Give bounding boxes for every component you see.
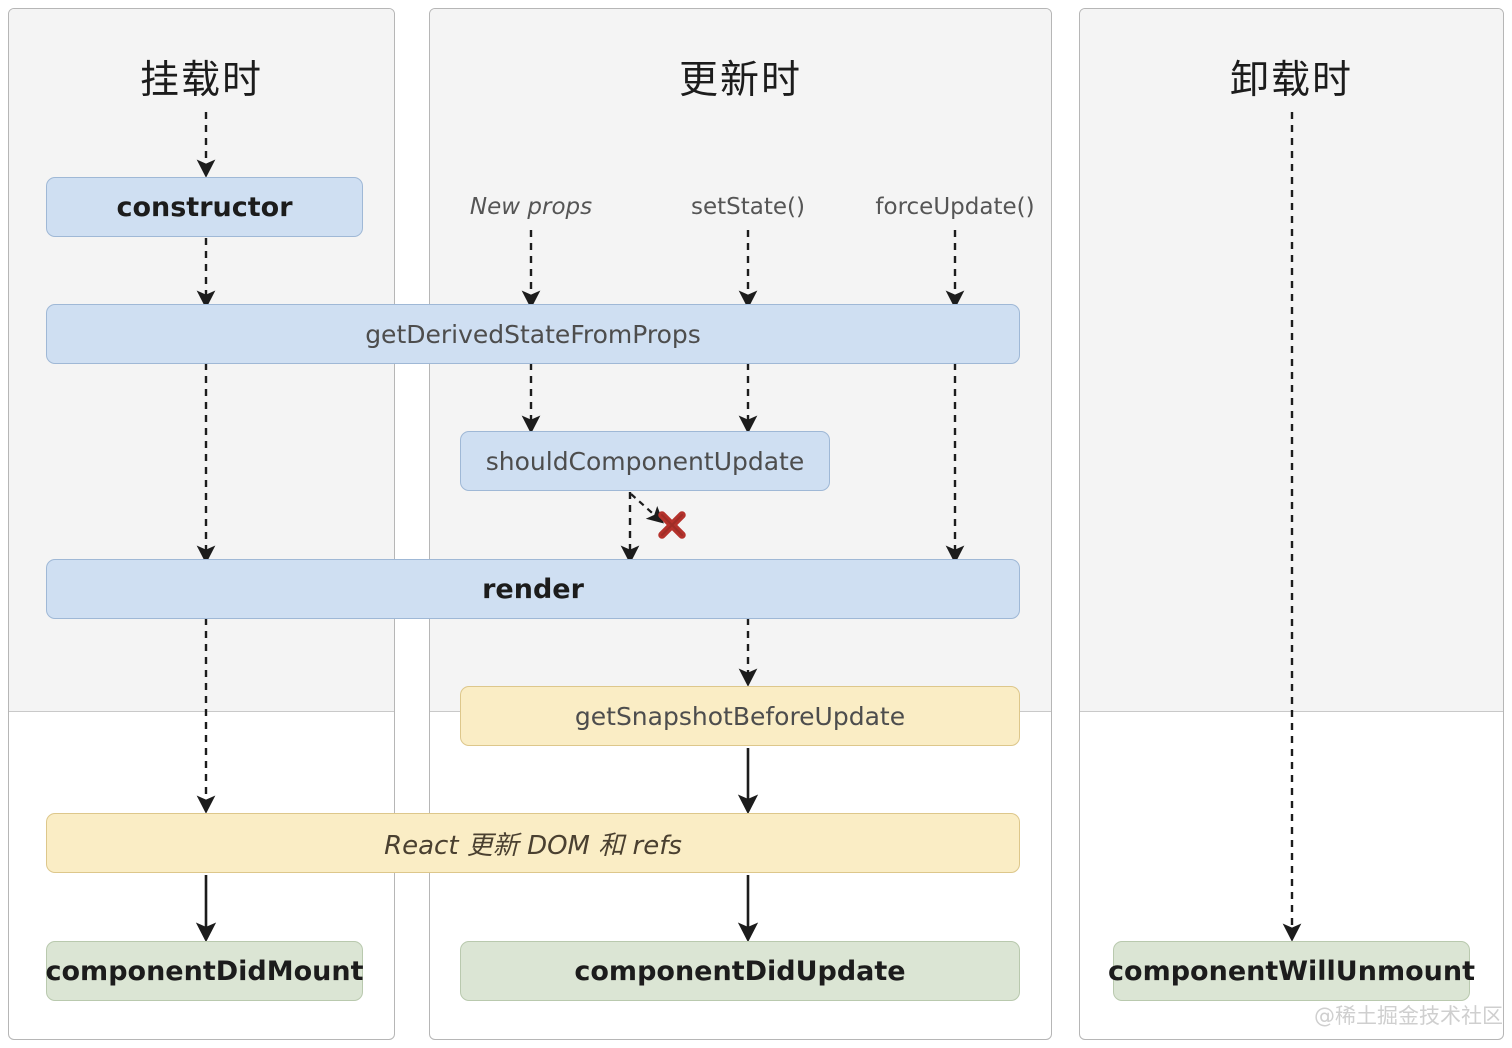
skip-render-x-icon	[658, 511, 686, 539]
trigger-label-set-state: setState()	[691, 194, 805, 220]
trigger-label-new-props: New props	[469, 194, 593, 220]
phase-title-unmounting: 卸载时	[1229, 58, 1353, 103]
phase-panel-unmounting: 卸载时	[1079, 8, 1504, 1040]
node-component-did-mount[interactable]: componentDidMount	[45, 941, 364, 1001]
node-get-derived-state-from-props-label: getDerivedStateFromProps	[365, 319, 701, 349]
node-constructor[interactable]: constructor	[46, 177, 363, 237]
node-constructor-label: constructor	[116, 191, 293, 223]
trigger-label-force-update: forceUpdate()	[875, 194, 1035, 220]
node-get-snapshot-before-update-label: getSnapshotBeforeUpdate	[574, 701, 906, 731]
node-react-updates-dom-and-refs-label: React 更新 DOM 和 refs	[384, 830, 682, 861]
node-should-component-update[interactable]: shouldComponentUpdate	[460, 431, 830, 491]
node-component-did-mount-label: componentDidMount	[45, 955, 364, 987]
node-render-label: render	[482, 573, 584, 605]
node-component-did-update[interactable]: componentDidUpdate	[460, 941, 1020, 1001]
phase-title-mounting: 挂载时	[139, 58, 263, 103]
node-component-did-update-label: componentDidUpdate	[574, 955, 906, 987]
phase-title-updating: 更新时	[678, 58, 802, 103]
node-component-will-unmount[interactable]: componentWillUnmount	[1108, 941, 1475, 1001]
node-react-updates-dom-and-refs[interactable]: React 更新 DOM 和 refs	[46, 813, 1020, 873]
node-should-component-update-label: shouldComponentUpdate	[485, 446, 805, 476]
phase-panel-updating: 更新时	[429, 8, 1052, 1040]
phase-panel-unmounting-render-region	[1080, 9, 1503, 712]
node-component-will-unmount-label: componentWillUnmount	[1108, 955, 1475, 987]
node-get-derived-state-from-props[interactable]: getDerivedStateFromProps	[46, 304, 1020, 364]
watermark-label: @稀土掘金技术社区	[1314, 1004, 1503, 1028]
node-get-snapshot-before-update[interactable]: getSnapshotBeforeUpdate	[460, 686, 1020, 746]
node-render[interactable]: render	[46, 559, 1020, 619]
phase-panel-mounting: 挂载时	[8, 8, 395, 1040]
